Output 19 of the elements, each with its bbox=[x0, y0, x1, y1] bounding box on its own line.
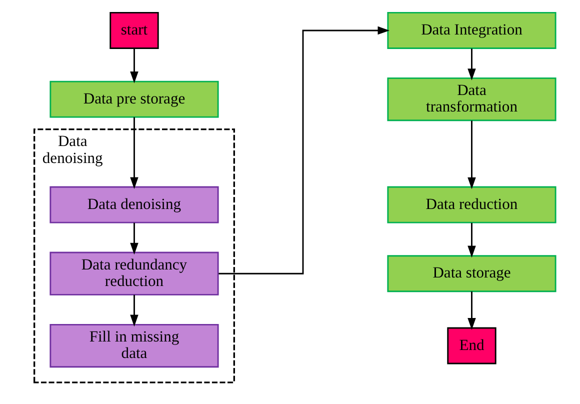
node-box: start bbox=[109, 12, 158, 49]
node-box: Data redundancy reduction bbox=[49, 252, 218, 296]
node-box: Fill in missing data bbox=[49, 324, 218, 368]
arrow bbox=[130, 294, 138, 327]
arrow bbox=[218, 26, 390, 274]
arrow bbox=[130, 117, 138, 189]
node-box: Data transformation bbox=[386, 78, 556, 122]
node-box: End bbox=[446, 327, 496, 364]
arrow bbox=[467, 222, 476, 258]
node-box: Data storage bbox=[386, 255, 556, 292]
arrow bbox=[467, 120, 476, 190]
arrow bbox=[467, 291, 476, 330]
node-box: Data pre storage bbox=[49, 80, 218, 118]
node-box: Data reduction bbox=[386, 186, 556, 224]
arrow bbox=[467, 48, 476, 80]
arrow bbox=[130, 222, 138, 255]
node-box: Data denoising bbox=[49, 186, 218, 224]
node-box: Data Integration bbox=[386, 12, 556, 49]
arrow bbox=[130, 48, 138, 84]
